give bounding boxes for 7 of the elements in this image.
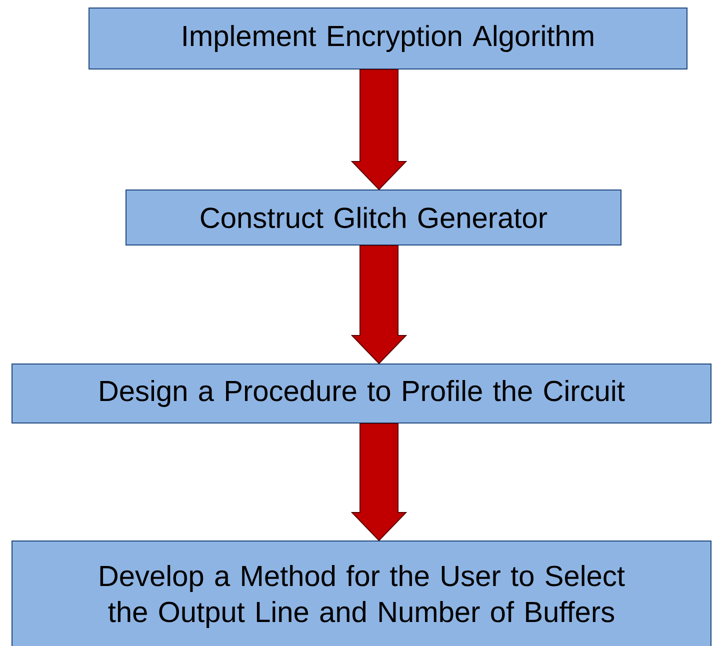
process-box: Develop a Method for the User to Select the Output Line and Number of Buffers [12,540,712,646]
block-arrow [350,245,408,364]
block-arrow [350,423,408,542]
process-box: Design a Procedure to Profile the Circuit [12,364,712,424]
process-box: Implement Encryption Algorithm [88,8,688,70]
process-box: Construct Glitch Generator [126,190,622,246]
block-arrow [350,69,408,190]
